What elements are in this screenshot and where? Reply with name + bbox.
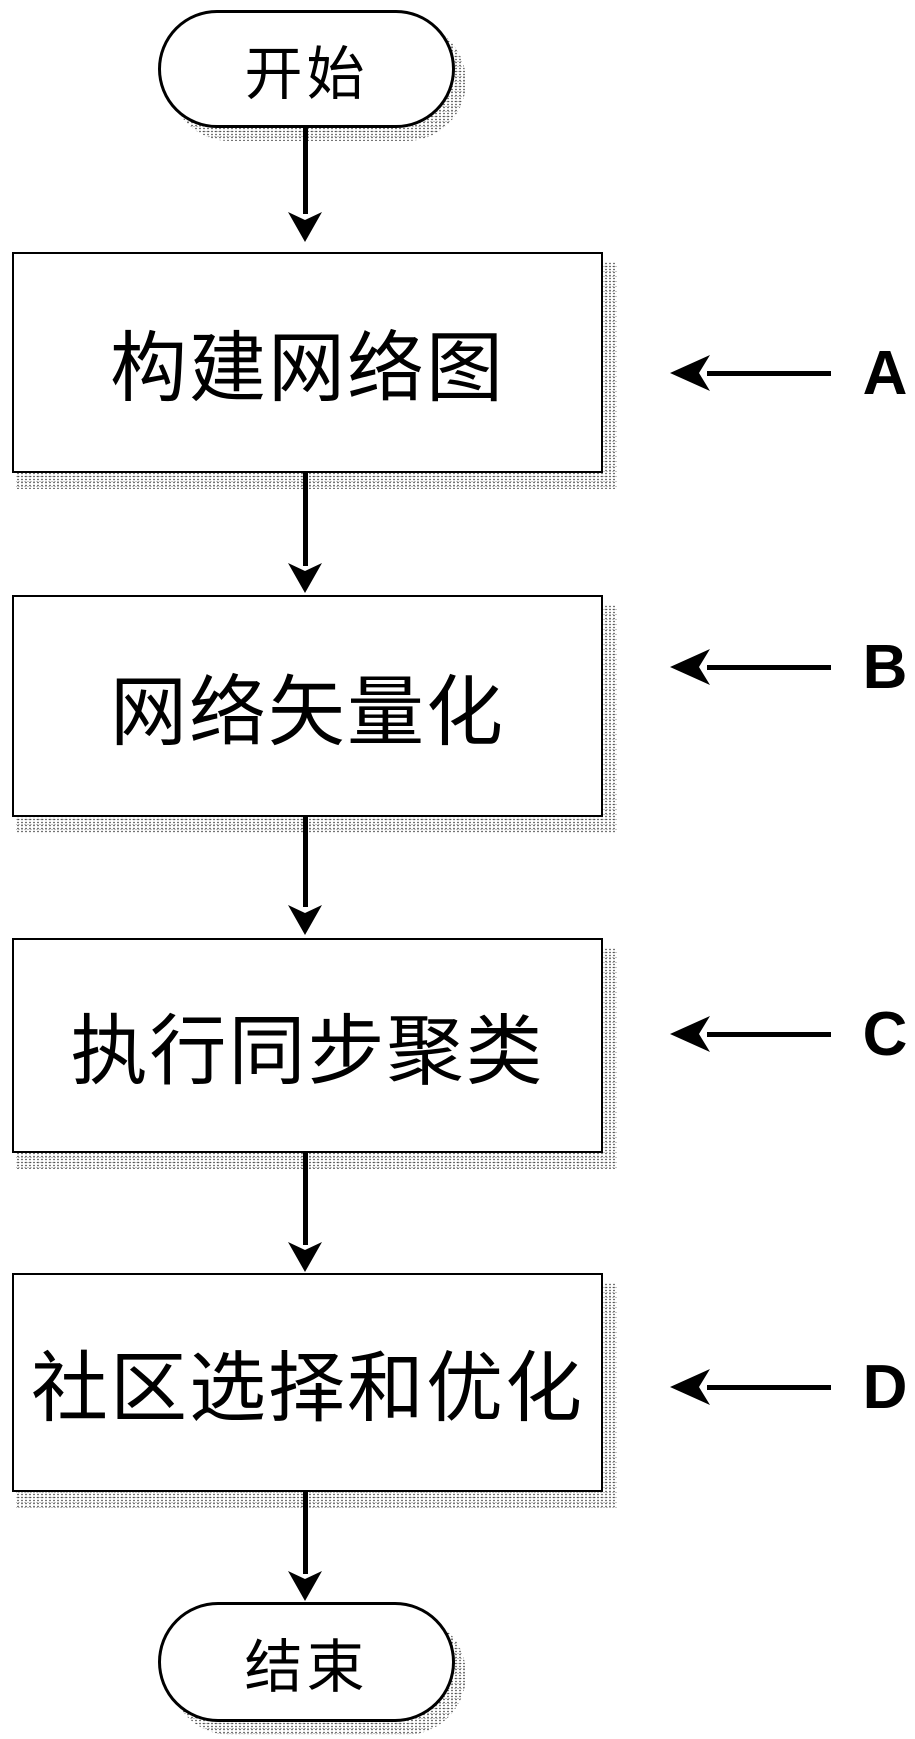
end-node-face: 结束 <box>158 1602 455 1722</box>
connector-b-to-c <box>303 817 308 907</box>
connector-c-to-d <box>303 1153 308 1245</box>
annotation-label-c: C <box>862 1000 908 1069</box>
process-node-network-vectorization: 网络矢量化 <box>12 595 617 833</box>
left-arrowhead-icon <box>670 355 710 391</box>
end-node-label: 结束 <box>244 1633 369 1701</box>
end-node: 结束 <box>158 1602 466 1735</box>
process-b-face: 网络矢量化 <box>12 595 603 817</box>
process-node-community-selection-optimization: 社区选择和优化 <box>12 1273 617 1508</box>
start-node-face: 开始 <box>158 10 455 128</box>
down-arrowhead-icon <box>288 1571 322 1601</box>
connector-d-to-end <box>303 1492 308 1574</box>
connector-a-to-b <box>303 473 308 566</box>
down-arrowhead-icon <box>288 212 322 242</box>
down-arrowhead-icon <box>288 905 322 935</box>
annotation-arrow-b <box>707 665 831 670</box>
start-node: 开始 <box>158 10 466 141</box>
process-a-face: 构建网络图 <box>12 252 603 473</box>
annotation-label-d: D <box>862 1353 908 1422</box>
process-a-label: 构建网络图 <box>110 325 505 414</box>
annotation-arrow-c <box>707 1032 831 1037</box>
annotation-arrow-a <box>707 371 831 376</box>
process-node-sync-clustering: 执行同步聚类 <box>12 938 617 1169</box>
left-arrowhead-icon <box>670 1016 710 1052</box>
process-d-label: 社区选择和优化 <box>31 1345 584 1434</box>
down-arrowhead-icon <box>288 563 322 593</box>
process-c-face: 执行同步聚类 <box>12 938 603 1153</box>
start-node-label: 开始 <box>244 40 369 108</box>
left-arrowhead-icon <box>670 1369 710 1405</box>
annotation-label-a: A <box>862 339 908 408</box>
down-arrowhead-icon <box>288 1242 322 1272</box>
process-d-face: 社区选择和优化 <box>12 1273 603 1492</box>
process-node-build-network-graph: 构建网络图 <box>12 252 617 489</box>
process-b-label: 网络矢量化 <box>110 668 505 758</box>
process-c-label: 执行同步聚类 <box>70 1008 545 1097</box>
left-arrowhead-icon <box>670 649 710 685</box>
annotation-arrow-d <box>707 1385 831 1390</box>
annotation-label-b: B <box>862 633 908 702</box>
connector-start-to-a <box>303 128 308 214</box>
